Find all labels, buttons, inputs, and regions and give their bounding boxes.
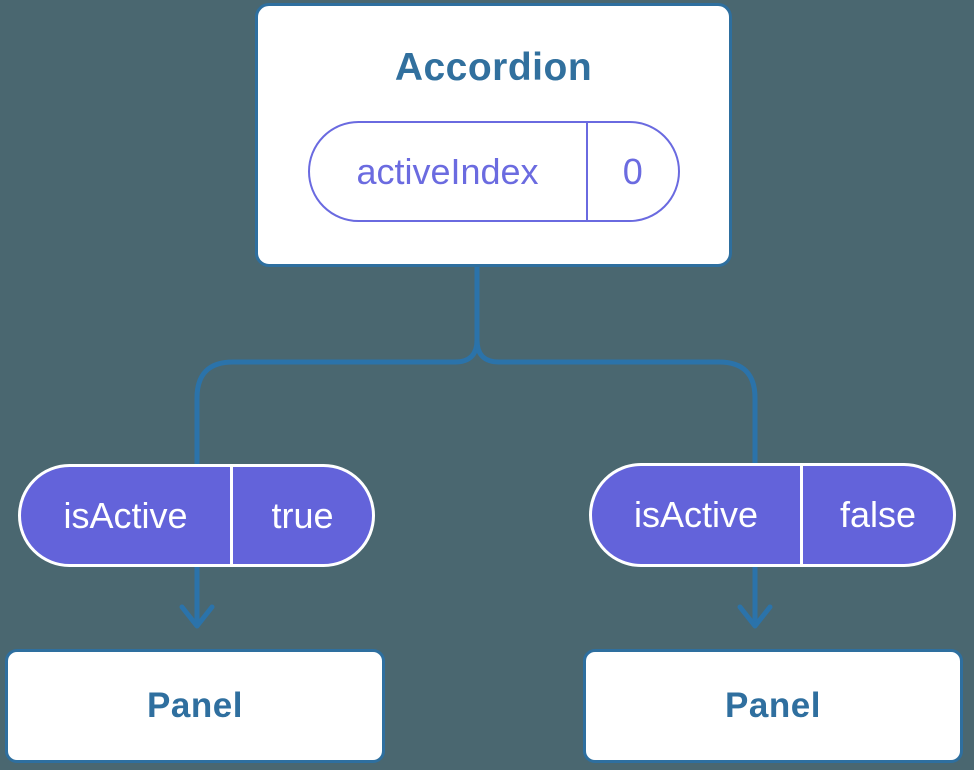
panel-card-right: Panel (583, 649, 963, 763)
accordion-card: Accordion activeIndex 0 (255, 3, 732, 267)
panel-title: Panel (147, 686, 243, 725)
state-name: activeIndex (356, 150, 539, 192)
panel-title: Panel (725, 686, 821, 725)
state-pill: activeIndex 0 (307, 121, 680, 222)
connector-right-branch (474, 266, 758, 622)
arrowhead-down-left-icon (179, 604, 215, 629)
prop-pill-is-active-false: isActive false (589, 463, 956, 567)
state-pill-divider (585, 123, 588, 220)
panel-card-left: Panel (5, 649, 385, 763)
component-name: Accordion (394, 46, 593, 89)
state-value: 0 (622, 150, 643, 192)
prop-name: isActive (633, 494, 759, 535)
prop-value: true (271, 494, 334, 536)
prop-name: isActive (63, 494, 188, 536)
prop-value: false (839, 494, 917, 535)
connector-left-branch (194, 266, 480, 622)
prop-pill-divider (230, 467, 233, 564)
prop-pill-is-active-true: isActive true (18, 464, 375, 567)
prop-pill-divider (800, 466, 803, 564)
arrowhead-down-right-icon (737, 604, 773, 629)
